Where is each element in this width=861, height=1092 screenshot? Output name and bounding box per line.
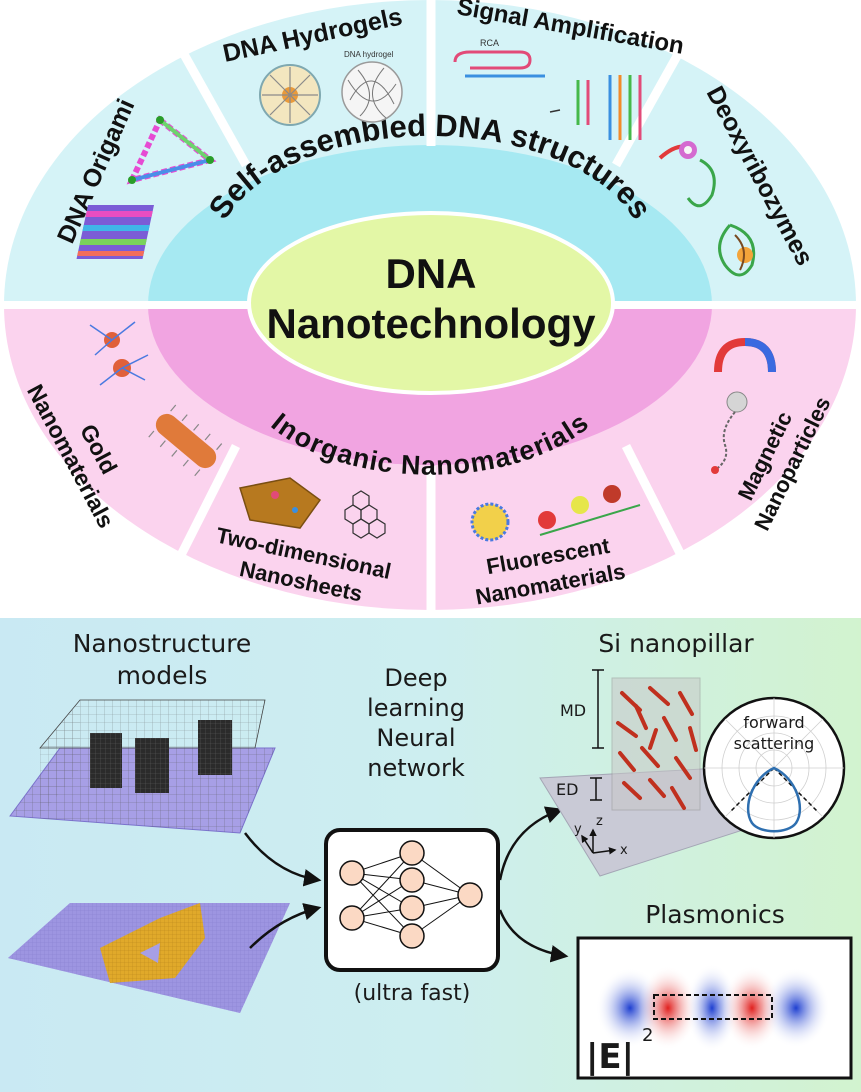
models-title-line2: models xyxy=(117,661,208,690)
dna-hydrogel-illustration: DNA hydrogel xyxy=(259,50,403,126)
dl-line1: Deep xyxy=(384,664,447,692)
rca-label: RCA xyxy=(480,38,499,48)
center-title-line1: DNA xyxy=(386,250,477,297)
models-title-line1: Nanostructure xyxy=(73,629,252,658)
deoxyribozyme-illustration xyxy=(658,141,756,277)
two-dimensional-nanosheets-illustration xyxy=(239,477,386,539)
dl-line3: Neural xyxy=(376,724,455,752)
fluorescent-nanomaterials-illustration xyxy=(470,485,641,542)
nanopillar-array-model xyxy=(9,699,276,834)
plasmonics-title: Plasmonics xyxy=(645,900,785,929)
signal-amplification-illustration: RCA xyxy=(453,38,642,140)
dl-line4: network xyxy=(367,754,465,782)
magnetic-nanoparticles-illustration xyxy=(711,337,776,474)
forward-scattering-polar-plot: forward scattering xyxy=(702,696,846,840)
neural-network-box xyxy=(324,828,500,972)
dna-nanotechnology-wheel: DNA Nanotechnology Self-assembled DNA st… xyxy=(4,0,856,610)
plasmonic-flake-model xyxy=(8,903,290,1013)
dna-origami-illustration xyxy=(76,115,217,259)
axis-z-label: z xyxy=(596,814,603,829)
arrow-model2-to-network xyxy=(249,903,322,949)
center-title-line2: Nanotechnology xyxy=(266,300,596,347)
deep-learning-nanophotonics-panel: Nanostructure models Deep learning Neura… xyxy=(0,618,861,1092)
si-title: Si nanopillar xyxy=(598,629,754,658)
plasmonics-field-map: |E| 2 xyxy=(576,936,853,1080)
md-label: MD xyxy=(560,701,586,720)
center-ellipse xyxy=(247,211,615,395)
field-exponent: 2 xyxy=(642,1025,653,1046)
dna-hydrogel-small-label: DNA hydrogel xyxy=(344,50,394,59)
fs-line2: scattering xyxy=(734,734,815,753)
fs-line1: forward xyxy=(743,713,804,732)
field-label: |E| xyxy=(586,1037,634,1077)
axis-x-label: x xyxy=(620,843,628,858)
dl-line2: learning xyxy=(367,694,465,722)
arrow-network-to-si xyxy=(498,806,564,881)
arrow-model1-to-network xyxy=(244,832,322,887)
arrow-network-to-plasmonics xyxy=(498,909,569,963)
dl-caption: (ultra fast) xyxy=(354,981,471,1006)
ed-label: ED xyxy=(556,780,578,799)
gold-nanomaterials-illustration xyxy=(89,321,223,477)
axis-y-label: y xyxy=(574,822,582,837)
